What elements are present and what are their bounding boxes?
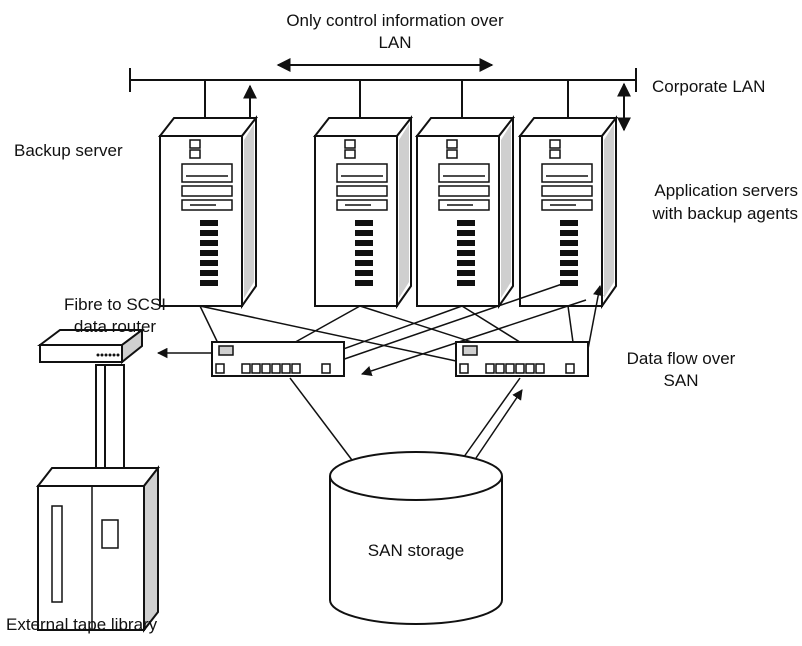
app-servers-label-line1: Application servers xyxy=(654,181,798,200)
san-storage-icon xyxy=(329,451,503,625)
san-storage-label: SAN storage xyxy=(367,541,465,560)
switch-right-indicator xyxy=(462,345,478,356)
corporate-lan-label: Corporate LAN xyxy=(652,77,766,96)
data-flow-label-line1: Data flow over xyxy=(626,349,736,368)
backup-server-icon xyxy=(159,117,257,307)
router-label-line2: data router xyxy=(73,317,157,336)
app-server-2-icon xyxy=(416,117,514,307)
data-flow-label-line2: SAN xyxy=(663,371,699,390)
backup-server-label: Backup server xyxy=(14,141,123,160)
data-router-icon xyxy=(37,328,145,365)
lan-note-line1: Only control information over xyxy=(286,11,504,30)
tape-library-label: External tape library xyxy=(6,615,158,634)
corporate-lan-bus xyxy=(129,68,637,124)
router-label-line1: Fibre to SCSI xyxy=(63,295,167,314)
app-servers-label-line2: with backup agents xyxy=(652,204,798,223)
switch-left-indicator xyxy=(218,345,234,356)
app-server-1-icon xyxy=(314,117,412,307)
san-fibre-links xyxy=(199,305,577,469)
lan-note-line2: LAN xyxy=(378,33,412,52)
router-tape-link xyxy=(95,364,125,478)
tape-library-icon xyxy=(35,465,161,633)
